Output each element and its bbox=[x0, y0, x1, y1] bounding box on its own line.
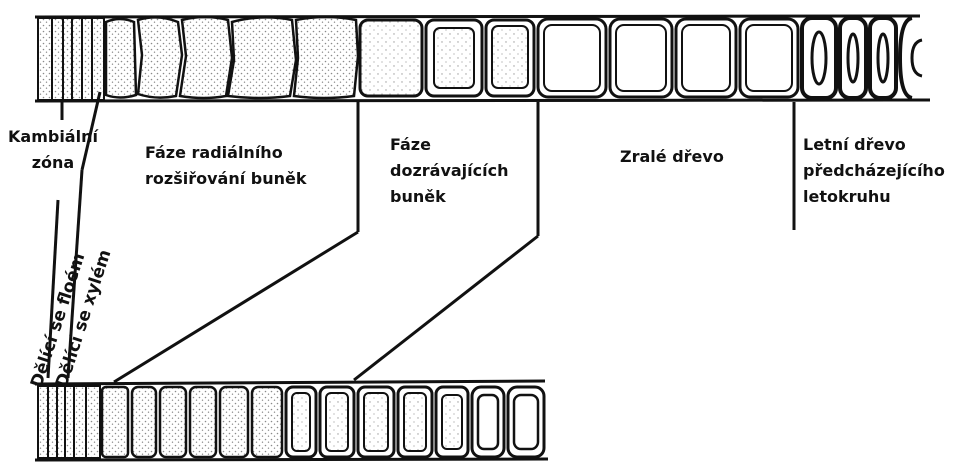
bottom-cambial-cells bbox=[38, 386, 100, 458]
bottom-maturing-lumen bbox=[326, 393, 348, 451]
label-letni-drevo: Letní dřevo předcházejícího letokruhu bbox=[803, 132, 945, 210]
top-maturing-cells bbox=[360, 20, 534, 96]
bottom-expanding-cell bbox=[160, 387, 186, 457]
bottom-maturing-lumen bbox=[364, 393, 388, 451]
top-cell-row bbox=[35, 16, 930, 101]
maturing-connector-line bbox=[354, 236, 538, 380]
top-latewood-cells bbox=[802, 18, 922, 98]
top-maturing-lumen bbox=[492, 26, 528, 88]
bottom-expanding-cell bbox=[220, 387, 248, 457]
top-mature-lumen bbox=[544, 25, 600, 91]
top-cambial-cell bbox=[72, 18, 82, 100]
top-expanding-cell bbox=[106, 19, 136, 98]
bottom-cambial-cell bbox=[57, 386, 65, 458]
bottom-expanding-cell bbox=[190, 387, 216, 457]
bottom-expanding-cell bbox=[252, 387, 282, 457]
bottom-expanding-cells bbox=[102, 387, 282, 457]
bottom-cambial-cell bbox=[86, 386, 100, 458]
bottom-cambial-cell bbox=[65, 386, 74, 458]
bottom-mature-cells bbox=[472, 387, 544, 457]
bottom-maturing-cells bbox=[286, 387, 468, 457]
radial-connector-line bbox=[114, 232, 358, 382]
bottom-mature-lumen bbox=[514, 395, 538, 449]
top-maturing-cell bbox=[360, 20, 422, 96]
label-zrale-drevo: Zralé dřevo bbox=[620, 144, 724, 170]
bottom-cambial-cell bbox=[38, 386, 48, 458]
top-expanding-cell bbox=[228, 17, 296, 98]
top-cambial-cell bbox=[82, 18, 92, 100]
bottom-expanding-cell bbox=[132, 387, 156, 457]
top-mature-lumen bbox=[682, 25, 730, 91]
top-cambial-cell bbox=[63, 18, 72, 100]
top-expanding-cell bbox=[138, 17, 182, 97]
label-faze-radialniho: Fáze radiálního rozšiřování buněk bbox=[145, 140, 306, 192]
top-maturing-lumen bbox=[434, 28, 474, 88]
top-cambial-cell bbox=[38, 18, 52, 100]
top-cambial-cells bbox=[38, 18, 104, 100]
top-expanding-cell bbox=[294, 17, 358, 98]
top-latewood-partial bbox=[900, 18, 912, 98]
label-kambialni-zona: Kambiální zóna bbox=[8, 124, 98, 176]
bottom-cambial-cell bbox=[48, 386, 57, 458]
top-expanding-cell bbox=[180, 17, 232, 98]
bottom-mature-lumen bbox=[478, 395, 498, 449]
bottom-maturing-lumen bbox=[442, 395, 462, 449]
top-mature-cells bbox=[538, 19, 798, 97]
top-mature-lumen bbox=[746, 25, 792, 91]
top-latewood-lumen bbox=[812, 32, 826, 84]
bottom-maturing-lumen bbox=[404, 393, 426, 451]
top-latewood-lumen bbox=[878, 34, 888, 82]
top-cambial-cell bbox=[92, 18, 104, 100]
bottom-maturing-lumen bbox=[292, 393, 310, 451]
top-latewood-partial-lumen bbox=[912, 40, 922, 76]
top-cambial-cell bbox=[52, 18, 63, 100]
top-mature-lumen bbox=[616, 25, 666, 91]
top-latewood-lumen bbox=[848, 34, 858, 82]
bottom-expanding-cell bbox=[102, 387, 128, 457]
label-faze-dozravajicich: Fáze dozrávajících buněk bbox=[390, 132, 508, 210]
bottom-cell-row bbox=[35, 381, 548, 460]
bottom-cambial-cell bbox=[74, 386, 86, 458]
top-expanding-cells bbox=[106, 17, 358, 98]
